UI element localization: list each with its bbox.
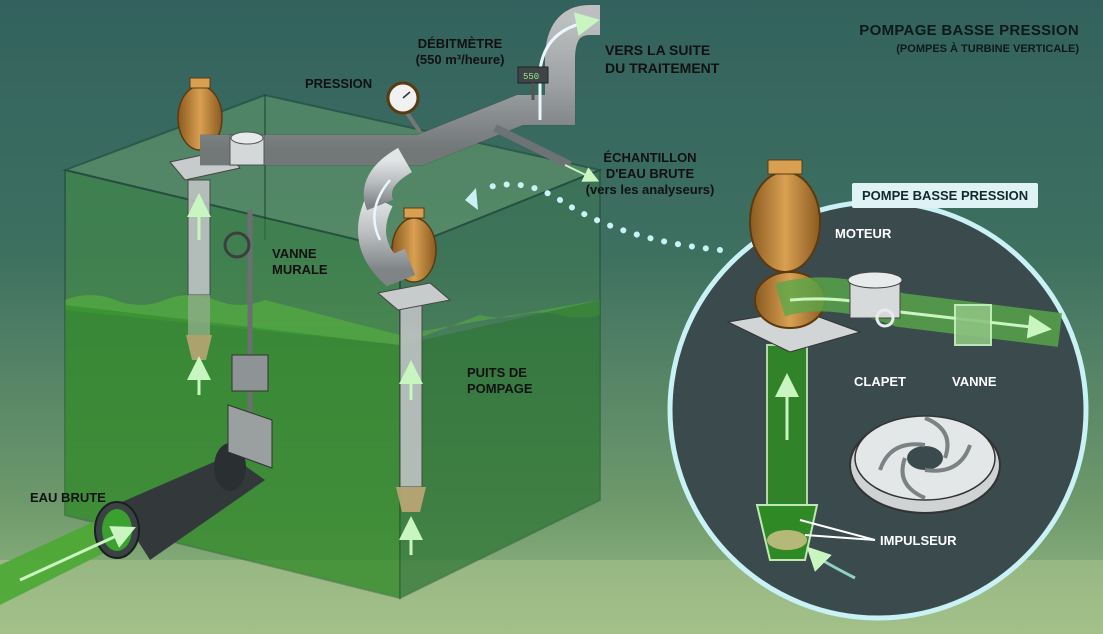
- pressure-label: PRESSION: [305, 76, 373, 91]
- motor-label: MOTEUR: [835, 226, 892, 241]
- pump-detail-callout: [667, 159, 1089, 621]
- impeller-graphic: [849, 415, 1001, 514]
- callout-connector: [465, 181, 723, 253]
- flowmeter-label: DÉBITMÈTRE (550 m³/heure): [415, 36, 505, 67]
- raw-water-sample-label: ÉCHANTILLON D'EAU BRUTE (vers les analys…: [585, 150, 715, 197]
- impeller-label: IMPULSEUR: [880, 533, 957, 548]
- wall-valve-label: VANNE MURALE: [272, 246, 328, 277]
- raw-water-pipe: [0, 443, 265, 605]
- pump-well-label: PUITS DE POMPAGE: [467, 365, 533, 396]
- discharge-piping: 550: [200, 4, 600, 287]
- raw-water-label: EAU BRUTE: [30, 490, 106, 505]
- diagram-title-block: POMPAGE BASSE PRESSION (POMPES À TURBINE…: [859, 22, 1079, 55]
- low-pressure-pump-badge: POMPE BASSE PRESSION: [852, 183, 1039, 208]
- flowmeter-display: 550: [523, 72, 539, 82]
- valve-label: VANNE: [952, 374, 997, 389]
- next-treatment-label: VERS LA SUITE DU TRAITEMENT: [605, 42, 720, 76]
- diagram-subtitle: (POMPES À TURBINE VERTICALE): [896, 43, 1079, 55]
- diagram-title: POMPAGE BASSE PRESSION: [859, 22, 1079, 39]
- check-valve-label: CLAPET: [854, 374, 906, 389]
- wall-valve: [223, 210, 273, 469]
